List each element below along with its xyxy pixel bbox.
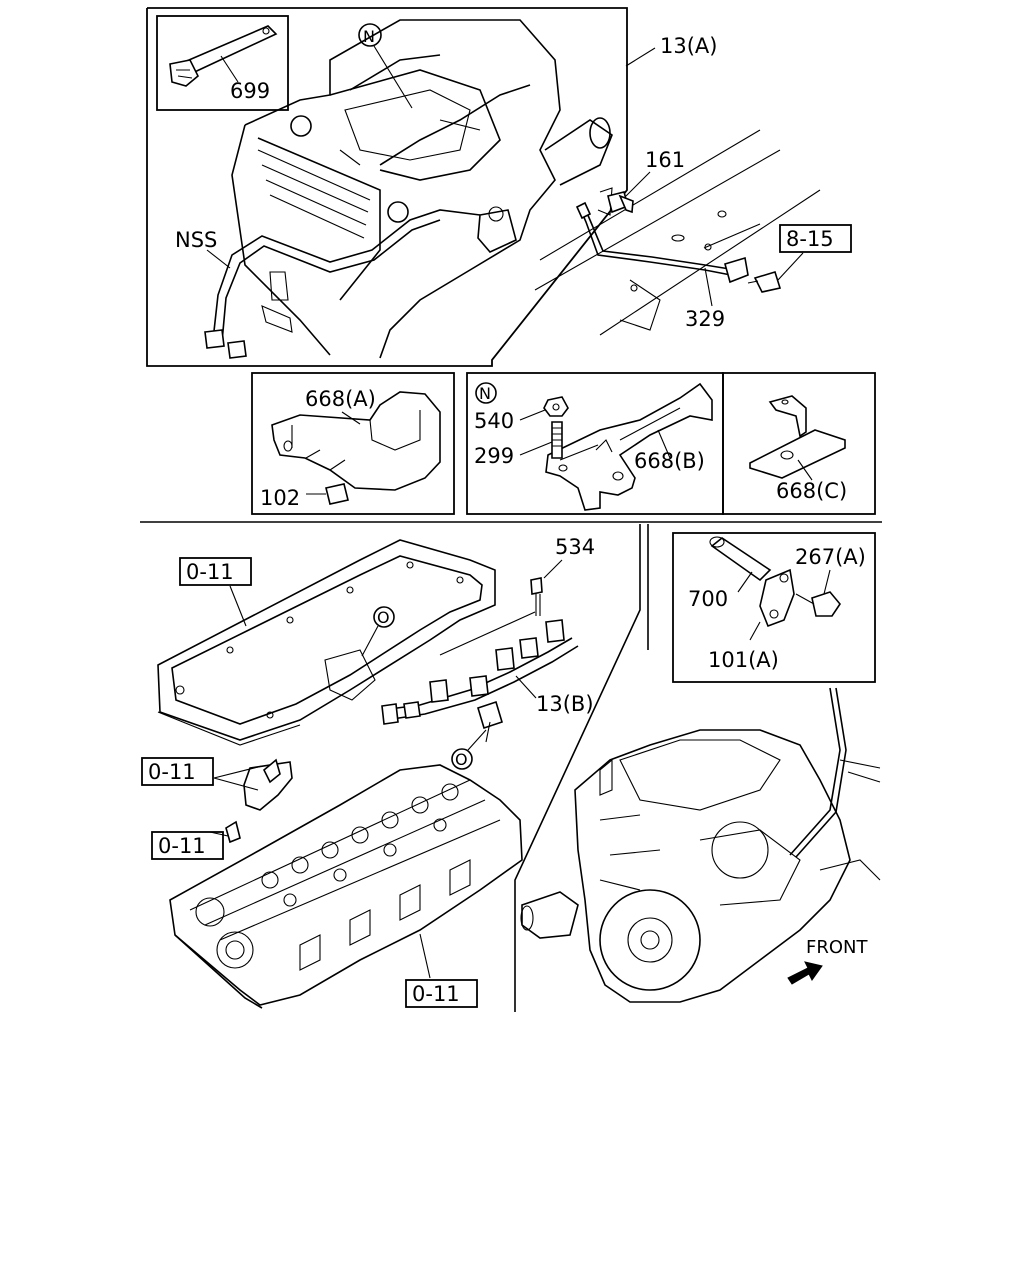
engine-block-top <box>204 19 613 359</box>
marker-o-a: O <box>361 606 395 657</box>
marker-n-top: N <box>358 23 413 109</box>
clip-699-drawing <box>169 25 278 87</box>
panel-harness-13a: 699 13(A) <box>146 7 717 367</box>
engine-overview <box>520 687 881 1003</box>
rocker-cover-gasket <box>157 539 496 746</box>
panel-inset-700 <box>672 532 876 683</box>
harness-13b <box>381 577 579 743</box>
label-534: 534 <box>555 535 595 559</box>
label-0-11-d: 0-11 <box>412 982 460 1006</box>
cylinder-head <box>169 764 523 1009</box>
label-0-11-a: 0-11 <box>186 560 234 584</box>
label-699: 699 <box>230 79 270 103</box>
label-0-11-b: 0-11 <box>148 760 196 784</box>
label-668c: 668(C) <box>776 479 847 503</box>
label-8-15: 8-15 <box>786 227 834 251</box>
marker-o-b: O <box>451 729 487 770</box>
ref-box-0-11-b <box>141 757 214 786</box>
label-13b: 13(B) <box>536 692 594 716</box>
label-front: FRONT <box>806 937 868 958</box>
ref-box-0-11-d <box>405 979 478 1008</box>
label-668a: 668(A) <box>305 387 376 411</box>
marker-n-mid: N <box>475 382 497 404</box>
ref-box-8-15 <box>779 224 852 253</box>
label-540: 540 <box>474 409 514 433</box>
label-700: 700 <box>688 587 728 611</box>
ground-cable-area <box>534 129 821 336</box>
label-nss: NSS <box>175 228 217 252</box>
label-329: 329 <box>685 307 725 331</box>
sensor-bracket <box>213 758 293 844</box>
panel-bracket-668a <box>251 372 455 515</box>
label-0-11-c: 0-11 <box>158 834 206 858</box>
svg-text:N: N <box>363 27 375 46</box>
panel-bracket-668c <box>722 372 876 515</box>
front-arrow-icon <box>787 961 823 985</box>
label-267a: 267(A) <box>795 545 866 569</box>
label-102: 102 <box>260 486 300 510</box>
svg-text:O: O <box>377 608 390 627</box>
label-161: 161 <box>645 148 685 172</box>
svg-text:O: O <box>455 750 468 769</box>
ref-box-0-11-a <box>179 557 252 586</box>
ref-box-0-11-c <box>151 831 224 860</box>
label-299: 299 <box>474 444 514 468</box>
divider-diagonal <box>514 524 641 1012</box>
label-13a: 13(A) <box>660 34 717 58</box>
label-668b: 668(B) <box>634 449 705 473</box>
svg-text:N: N <box>479 384 491 403</box>
label-101a: 101(A) <box>708 648 779 672</box>
